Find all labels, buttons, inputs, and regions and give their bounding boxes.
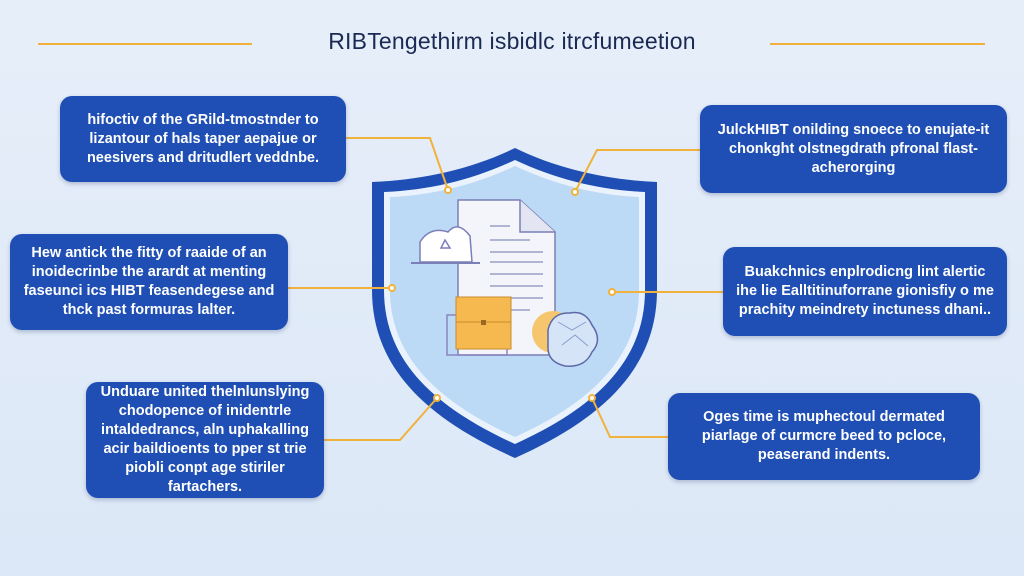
info-box-bottom-right: Oges time is muphectoul dermated piarlag… [668,393,980,480]
title-rule-left [38,43,252,45]
title-rule-right [770,43,985,45]
connector-dots [388,186,616,402]
info-box-text: Hew antick the fitty of raaide of an ino… [23,245,275,318]
info-box-text: hifoctiv of the GRild-tmostnder to lizan… [86,111,320,166]
info-box-text: Buakchnics enplrodicng lint alertic ihe … [736,264,994,318]
crumpled-paper-icon [532,311,599,367]
info-box-middle-left: Hew antick the fitty of raaide of an ino… [10,234,288,330]
cloud-icon [411,226,480,264]
info-box-top-right: JulckHIBT onilding snoece to enujate-it … [700,105,1007,193]
page-title: RIBTengethirm isbidlc itrcfumeetion [328,28,696,54]
connectors [288,137,723,441]
info-box-text: Unduare united thelnlunslying chodopence… [100,384,310,495]
info-box-text: Oges time is muphectoul dermated piarlag… [701,409,947,463]
briefcase-icon [446,296,512,356]
info-box-middle-right: Buakchnics enplrodicng lint alertic ihe … [723,247,1007,336]
info-box-bottom-left: Unduare united thelnlunslying chodopence… [86,382,324,498]
info-box-text: JulckHIBT onilding snoece to enujate-it … [717,121,990,176]
info-box-top-left: hifoctiv of the GRild-tmostnder to lizan… [60,96,346,182]
